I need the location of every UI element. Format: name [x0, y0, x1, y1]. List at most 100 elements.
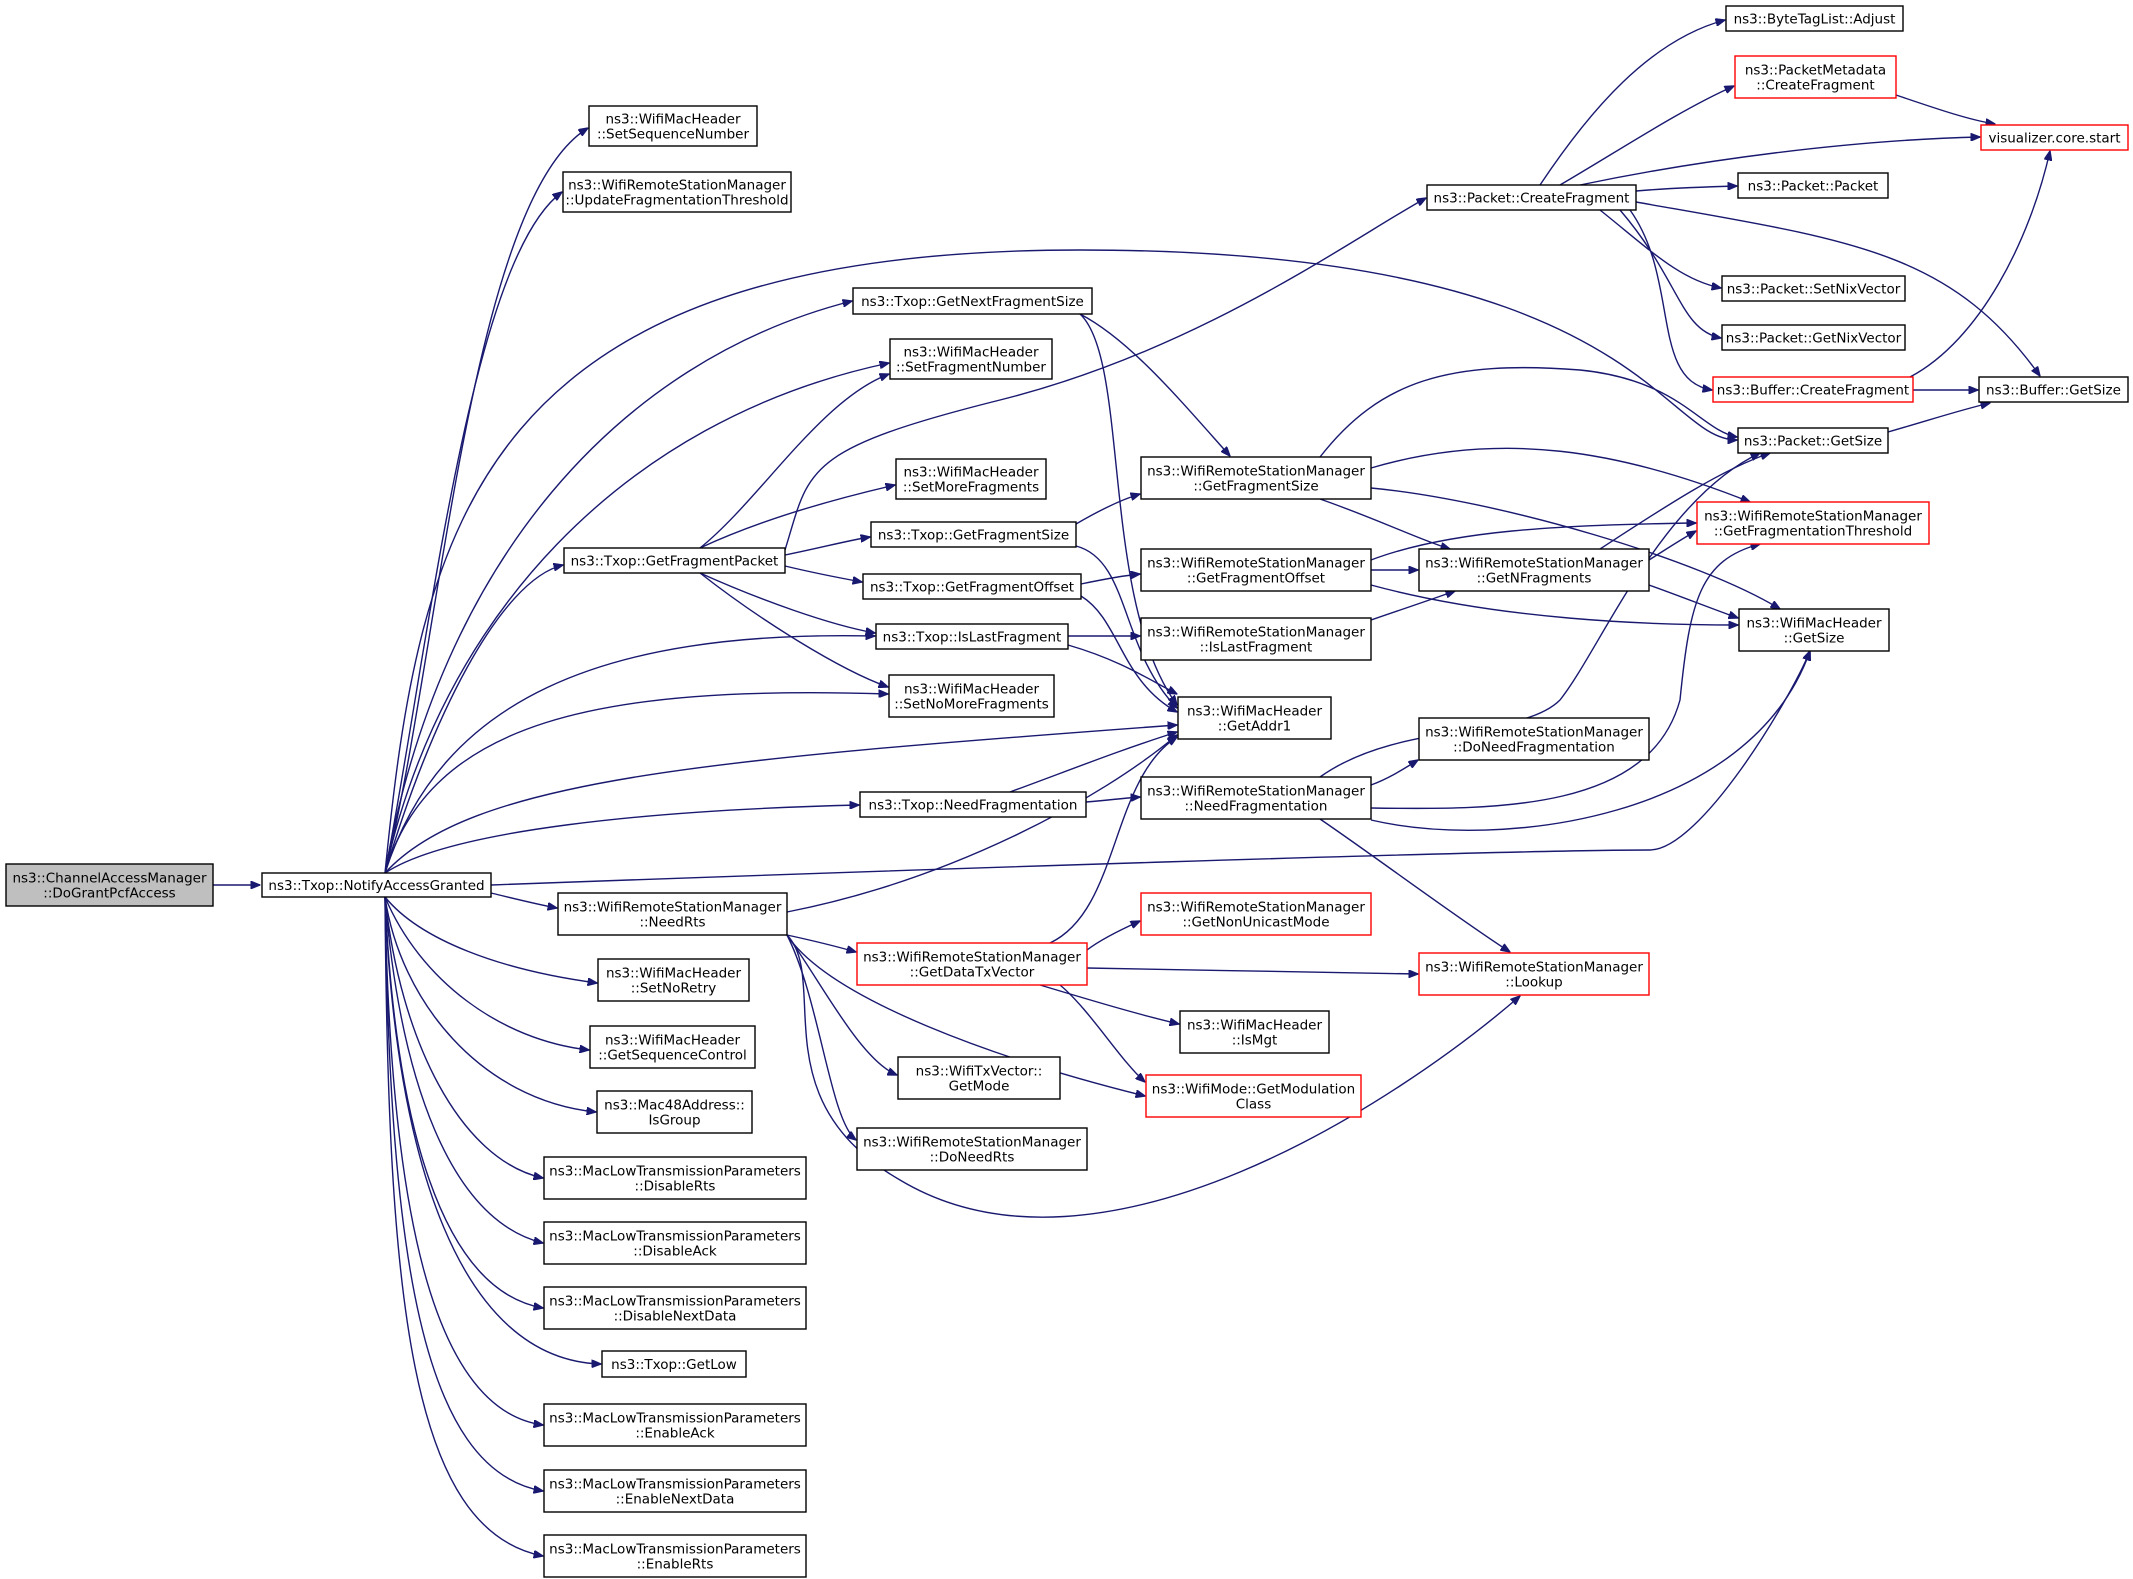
- node-getseqctl[interactable]: ns3::WifiMacHeader::GetSequenceControl: [589, 1025, 756, 1069]
- node-label: ns3::PacketMetadata: [1745, 63, 1886, 79]
- node-lookup[interactable]: ns3::WifiRemoteStationManager::Lookup: [1418, 952, 1650, 996]
- node-label: ::DoGrantPcfAccess: [43, 886, 175, 902]
- node-label: ns3::Mac48Address::: [604, 1098, 745, 1114]
- node-box: [588, 105, 758, 147]
- node-box: [1737, 172, 1889, 199]
- node-updfrag[interactable]: ns3::WifiRemoteStationManager::UpdateFra…: [562, 171, 792, 213]
- node-needrts[interactable]: ns3::WifiRemoteStationManager::NeedRts: [557, 892, 788, 936]
- node-label: ::GetAddr1: [1218, 719, 1291, 735]
- node-pmcreatefrag[interactable]: ns3::PacketMetadata::CreateFragment: [1734, 55, 1897, 99]
- node-setseq[interactable]: ns3::WifiMacHeader::SetSequenceNumber: [588, 105, 758, 147]
- node-label: ::Lookup: [1505, 975, 1562, 991]
- node-pktpkt[interactable]: ns3::Packet::Packet: [1737, 172, 1889, 199]
- node-box: [856, 1127, 1088, 1171]
- node-box: [5, 863, 214, 907]
- node-enack[interactable]: ns3::MacLowTransmissionParameters::Enabl…: [543, 1403, 807, 1447]
- node-box: [1140, 548, 1372, 592]
- edge-notify-to-updfrag: [384, 192, 562, 874]
- node-enrts[interactable]: ns3::MacLowTransmissionParameters::Enabl…: [543, 1534, 807, 1578]
- edge-wrsmneedfrag-to-macgetsize: [1370, 651, 1810, 831]
- edge-notify-to-pktgetsize: [384, 249, 1737, 874]
- node-txgetfragoff[interactable]: ns3::Txop::GetFragmentOffset: [862, 573, 1082, 600]
- node-ismgt[interactable]: ns3::WifiMacHeader::IsMgt: [1179, 1010, 1330, 1054]
- edge-getdatatx-to-lookup: [1086, 967, 1418, 974]
- node-label: ::GetFragmentOffset: [1187, 571, 1325, 587]
- node-getnextfrag[interactable]: ns3::Txop::GetNextFragmentSize: [852, 287, 1093, 315]
- edge-notify-to-needrts: [490, 892, 557, 908]
- node-disrts[interactable]: ns3::MacLowTransmissionParameters::Disab…: [543, 1156, 807, 1200]
- node-wrsmislast[interactable]: ns3::WifiRemoteStationManager::IsLastFra…: [1140, 617, 1372, 661]
- node-setnix[interactable]: ns3::Packet::SetNixVector: [1721, 275, 1906, 302]
- edge-getnfrag-to-pktgetsize: [1599, 453, 1770, 550]
- edge-getfragpkt-to-setnomore: [699, 572, 888, 687]
- edge-wrsmneedfrag-to-pktgetsize: [1319, 453, 1760, 778]
- node-bufcreatefrag[interactable]: ns3::Buffer::CreateFragment: [1712, 376, 1914, 403]
- node-getlow[interactable]: ns3::Txop::GetLow: [601, 1350, 747, 1378]
- edge-pmcreatefrag-to-vizstart: [1895, 94, 1995, 124]
- node-notify[interactable]: ns3::Txop::NotifyAccessGranted: [261, 872, 492, 898]
- edge-notify-to-setseq: [384, 128, 588, 874]
- edge-pktcreatefrag-to-setnix: [1599, 209, 1721, 288]
- node-setfragnum[interactable]: ns3::WifiMacHeader::SetFragmentNumber: [889, 338, 1053, 380]
- node-getfragpkt[interactable]: ns3::Txop::GetFragmentPacket: [563, 547, 786, 574]
- node-ennext[interactable]: ns3::MacLowTransmissionParameters::Enabl…: [543, 1469, 807, 1513]
- node-txislast[interactable]: ns3::Txop::IsLastFragment: [875, 623, 1069, 650]
- node-box: [1738, 608, 1890, 652]
- edge-txgetfragoff-to-wrsmgetfragoff: [1080, 574, 1140, 585]
- node-pktgetsize[interactable]: ns3::Packet::GetSize: [1737, 427, 1889, 454]
- node-disnext[interactable]: ns3::MacLowTransmissionParameters::Disab…: [543, 1286, 807, 1330]
- node-pktcreatefrag[interactable]: ns3::Packet::CreateFragment: [1426, 184, 1637, 211]
- node-box: [852, 287, 1093, 315]
- node-label: ns3::Buffer::CreateFragment: [1717, 383, 1909, 399]
- node-label: ns3::Packet::GetNixVector: [1726, 331, 1902, 347]
- node-box: [261, 872, 492, 898]
- node-label: ns3::WifiRemoteStationManager: [1425, 556, 1643, 572]
- node-label: ns3::WifiMacHeader: [605, 112, 741, 128]
- edge-needrts-to-getmodclass: [786, 934, 1145, 1096]
- node-box: [543, 1469, 807, 1513]
- node-isgroup[interactable]: ns3::Mac48Address::IsGroup: [596, 1090, 753, 1134]
- node-label: ns3::Txop::NotifyAccessGranted: [268, 878, 484, 894]
- node-label: visualizer.core.start: [1988, 131, 2120, 147]
- node-txneedfrag[interactable]: ns3::Txop::NeedFragmentation: [859, 791, 1087, 818]
- node-root[interactable]: ns3::ChannelAccessManager::DoGrantPcfAcc…: [5, 863, 214, 907]
- node-txgetfragsize[interactable]: ns3::Txop::GetFragmentSize: [870, 521, 1077, 548]
- node-getnonuni[interactable]: ns3::WifiRemoteStationManager::GetNonUni…: [1140, 892, 1372, 936]
- node-label: ::SetMoreFragments: [903, 480, 1039, 496]
- node-wrsmgetfragoff[interactable]: ns3::WifiRemoteStationManager::GetFragme…: [1140, 548, 1372, 592]
- node-label: ::GetDataTxVector: [910, 965, 1035, 981]
- node-setmorefrag[interactable]: ns3::WifiMacHeader::SetMoreFragments: [895, 458, 1047, 500]
- node-bufgetsize[interactable]: ns3::Buffer::GetSize: [1978, 376, 2129, 403]
- node-box: [875, 623, 1069, 650]
- node-wrsmneedfrag[interactable]: ns3::WifiRemoteStationManager::NeedFragm…: [1140, 776, 1372, 820]
- node-disack[interactable]: ns3::MacLowTransmissionParameters::Disab…: [543, 1221, 807, 1265]
- node-getnfrag[interactable]: ns3::WifiRemoteStationManager::GetNFragm…: [1418, 548, 1650, 592]
- node-label: ns3::WifiMacHeader: [904, 682, 1040, 698]
- node-doneedrts[interactable]: ns3::WifiRemoteStationManager::DoNeedRts: [856, 1127, 1088, 1171]
- node-label: ns3::Txop::GetFragmentSize: [878, 528, 1069, 544]
- node-bytetag[interactable]: ns3::ByteTagList::Adjust: [1725, 5, 1904, 32]
- edge-getfragpkt-to-txgetfragoff: [784, 565, 862, 582]
- edge-needrts-to-txvecmode: [786, 934, 897, 1075]
- node-doneedfrag[interactable]: ns3::WifiRemoteStationManager::DoNeedFra…: [1418, 717, 1650, 761]
- node-layer: ns3::ChannelAccessManager::DoGrantPcfAcc…: [5, 5, 2129, 1578]
- node-label: ns3::WifiRemoteStationManager: [1425, 960, 1643, 976]
- node-getaddr1[interactable]: ns3::WifiMacHeader::GetAddr1: [1177, 696, 1332, 740]
- node-vizstart[interactable]: visualizer.core.start: [1980, 124, 2129, 151]
- node-label: ns3::Txop::GetLow: [611, 1357, 737, 1373]
- node-label: ::DisableRts: [635, 1179, 716, 1195]
- node-getnix[interactable]: ns3::Packet::GetNixVector: [1721, 324, 1906, 351]
- node-label: ::NeedRts: [639, 915, 705, 931]
- node-label: IsGroup: [648, 1113, 700, 1129]
- node-wrsmgetfragsize[interactable]: ns3::WifiRemoteStationManager::GetFragme…: [1140, 456, 1372, 500]
- node-label: ns3::Txop::NeedFragmentation: [869, 798, 1078, 814]
- node-setnomore[interactable]: ns3::WifiMacHeader::SetNoMoreFragments: [888, 674, 1055, 718]
- node-macgetsize[interactable]: ns3::WifiMacHeader::GetSize: [1738, 608, 1890, 652]
- node-getdatatx[interactable]: ns3::WifiRemoteStationManager::GetDataTx…: [856, 942, 1088, 986]
- edge-getfragpkt-to-setfragnum: [699, 374, 889, 549]
- node-getfragthr[interactable]: ns3::WifiRemoteStationManager::GetFragme…: [1696, 501, 1930, 545]
- node-txvecmode[interactable]: ns3::WifiTxVector::GetMode: [897, 1056, 1061, 1100]
- node-setnoretry[interactable]: ns3::WifiMacHeader::SetNoRetry: [597, 958, 750, 1002]
